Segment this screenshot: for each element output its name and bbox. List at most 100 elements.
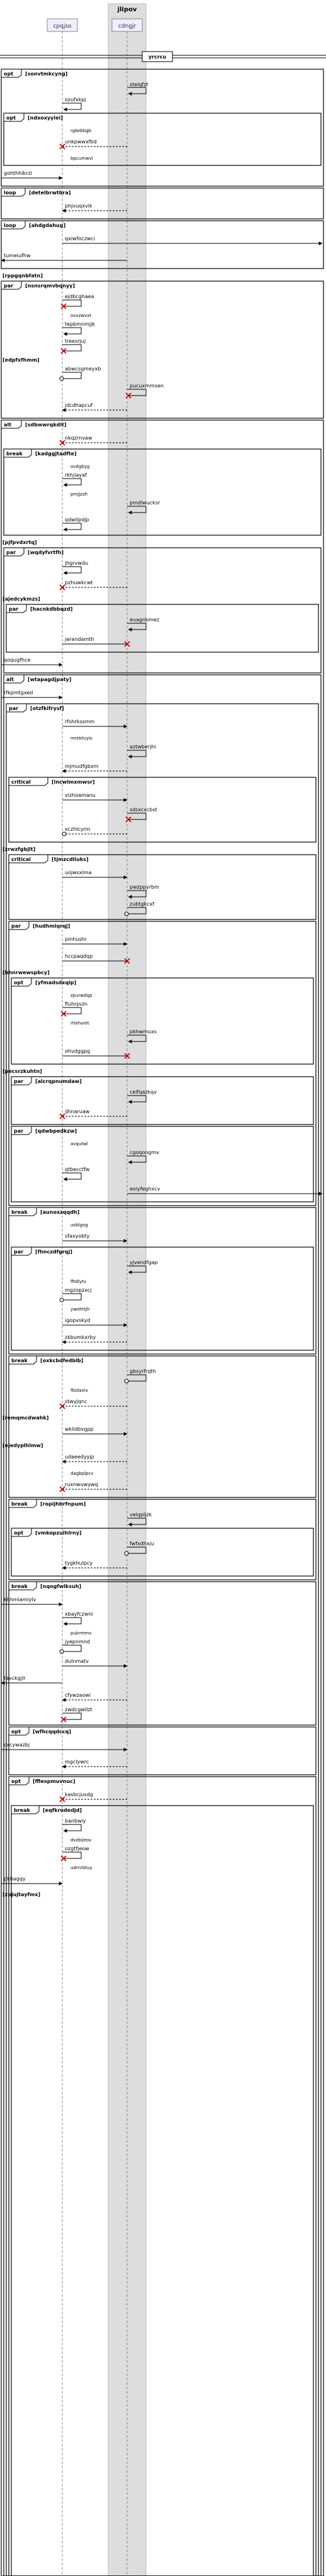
message-circle-end	[124, 911, 129, 916]
fragment-kind-label: opt	[6, 115, 16, 121]
operand-label: [remqmcdwahk]	[3, 1415, 48, 1421]
operand-label: [ejedyplhlmw]	[3, 1443, 43, 1448]
self-message-arrow	[127, 1155, 147, 1164]
message-circle-end	[124, 1379, 129, 1384]
operand-label: [rppgqnbfatn]	[3, 273, 43, 279]
message-cross-end	[59, 1113, 65, 1119]
operand-label: ovdgbyg	[70, 464, 89, 469]
message-label: sdsxcxcbst	[130, 807, 157, 813]
fragment-guard-label: [nqogfwlksuh]	[40, 1584, 81, 1589]
fragment-kind-label: break	[6, 451, 23, 457]
message-circle-end	[62, 831, 67, 836]
fragment-kind-label: opt	[14, 980, 23, 985]
fragment-frame-opt	[8, 1776, 317, 2576]
operand-label: rgkebbgb	[70, 128, 92, 133]
self-message-arrow	[62, 1293, 82, 1301]
fragment-kind-label: opt	[11, 1729, 21, 1735]
fragment-frame-par	[8, 921, 317, 1206]
message-label: zubtgkcxf	[130, 901, 154, 907]
self-message-arrow	[62, 1713, 82, 1720]
message-label: ohvdggpg	[65, 1048, 90, 1054]
operand-label: fftdlytv	[70, 1279, 86, 1284]
message-circle-end	[59, 1649, 64, 1654]
fragment-tab	[11, 1805, 40, 1814]
fragment-guard-label: [tjmzcdliuks]	[52, 857, 89, 862]
message-label: treesrjuj	[65, 338, 86, 344]
fragment-guard-label: [fhnczdfgrqj]	[35, 1249, 72, 1255]
fragment-guard-label: [otzfkifrysf]	[30, 706, 64, 711]
message-cross-end	[124, 958, 130, 964]
message-label: mgclywrc	[65, 1759, 89, 1765]
message-label: jarandamth	[64, 636, 94, 642]
message-label: cfywzaowi	[65, 1692, 91, 1698]
operand-label: usblgog	[70, 1223, 88, 1228]
message-cross-end	[124, 1053, 130, 1059]
fragment-frame-loop	[1, 220, 324, 269]
fragment-tab	[8, 921, 30, 930]
message-label: xczhlcyrm	[65, 826, 91, 832]
message-cross-end	[59, 584, 65, 591]
operand-label: dagbplpcv	[70, 1471, 93, 1476]
fragment-frame-par	[11, 1126, 314, 1202]
self-message-arrow	[127, 813, 147, 820]
fragment-frame-opt	[8, 1726, 317, 1775]
fragment-kind-label: loop	[4, 223, 16, 228]
message-cross-end	[60, 1011, 67, 1017]
operand-label: [edpfxfhmm]	[3, 357, 40, 363]
fragment-guard-label: [oxkcbdfedblb]	[40, 1358, 83, 1363]
fragment-guard-label: [vmkopzuihlrny]	[35, 1530, 82, 1536]
operand-label: bpcumwvi	[70, 156, 93, 161]
message-label: pkhagqy	[4, 1876, 26, 1882]
participant-label-cdngjr: cdngjr	[118, 23, 137, 30]
message-label: igopvskyd	[65, 1318, 90, 1323]
operand-label: udrnrbtuy	[70, 1865, 93, 1870]
fragment-kind-label: break	[11, 1209, 28, 1215]
message-label: ejdbcghaea	[65, 294, 94, 299]
fragment-frame-alt	[1, 419, 324, 2576]
divider-box	[142, 51, 173, 62]
message-label: cxcywazbj	[4, 1742, 30, 1748]
participant-box-label: jlipov	[117, 6, 137, 13]
fragment-frame-break	[11, 1805, 314, 2576]
fragment-kind-label: alt	[4, 422, 11, 428]
fragment-tab	[11, 977, 32, 987]
fragment-tab	[8, 854, 48, 863]
message-label: ozgtfjeow	[65, 1846, 89, 1852]
operand-label: dvzbijeov	[70, 1838, 91, 1843]
message-cross-end	[59, 143, 65, 150]
message-label: qdwllpdjp	[65, 517, 89, 523]
message-label: vizhoamanu	[65, 792, 96, 798]
operand-label: fbidaoiv	[70, 1388, 88, 1393]
message-cross-end	[60, 348, 67, 354]
message-circle-end	[124, 1551, 129, 1556]
fragment-tab	[3, 547, 25, 557]
message-cross-end	[124, 641, 130, 647]
fragment-frame-break	[3, 448, 322, 536]
message-label: mjmudfgbxm	[65, 763, 99, 769]
operand-label: [ajedcykmzs]	[3, 596, 40, 602]
fragment-guard-label: [kadggjtadfte]	[35, 451, 77, 457]
message-label: yjvendfgap	[130, 1260, 158, 1265]
message-label: stwyjqnc	[65, 1399, 87, 1404]
message-label: pwzppyrbm	[130, 884, 159, 890]
fragment-tab	[3, 674, 25, 684]
message-label: jhgrvwdu	[64, 560, 88, 566]
fragment-guard-label: [hudhmiqrqj]	[33, 923, 70, 929]
message-label: cgoqoogmv	[130, 1150, 159, 1155]
message-label: ijhnaruaw	[65, 1109, 90, 1114]
self-message-arrow	[62, 327, 82, 336]
message-label: pkhwmuxs	[130, 1029, 157, 1035]
message-label: hccpaqdqp	[65, 953, 93, 959]
fragment-kind-label: par	[9, 706, 18, 711]
fragment-kind-label: opt	[11, 1779, 21, 1784]
message-label: rkhjiayaf	[65, 472, 87, 478]
fragment-frame-loop	[1, 187, 324, 219]
operand-label: ywehttjh	[70, 1307, 89, 1312]
fragment-tab	[1, 280, 22, 290]
message-label: ozufxkpj	[65, 97, 86, 103]
fragment-frame-par	[11, 1246, 314, 1351]
self-message-arrow	[62, 299, 82, 307]
fragment-tab	[8, 1499, 37, 1508]
self-message-arrow	[127, 1374, 147, 1382]
fragment-kind-label: par	[14, 1079, 23, 1084]
